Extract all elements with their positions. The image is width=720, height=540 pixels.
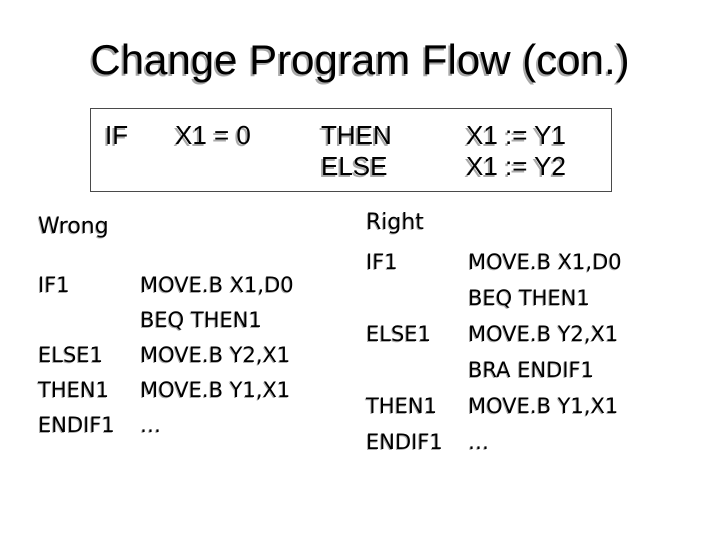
code-instruction: BRA ENDIF1: [468, 358, 594, 382]
else-assignment: X1 := Y2: [466, 151, 566, 181]
code-label: THEN1: [38, 378, 109, 402]
spacer: [105, 151, 175, 182]
code-line: THEN1 MOVE.B Y1,X1: [38, 373, 368, 408]
code-instruction: MOVE.B Y1,X1: [468, 394, 619, 418]
code-label: [366, 280, 468, 316]
code-line: IF1 MOVE.B X1,D0: [38, 268, 368, 303]
pseudocode-row-else: ELSE X1 := Y2: [91, 151, 611, 182]
code-instruction: MOVE.B Y1,X1: [140, 378, 291, 402]
code-line: ELSE1 MOVE.B Y2,X1: [38, 338, 368, 373]
code-line: BEQ THEN1: [38, 303, 368, 338]
code-line: ENDIF1 …: [366, 424, 706, 460]
code-label: [366, 352, 468, 388]
right-heading: Right: [366, 210, 424, 235]
code-line: IF1 MOVE.B X1,D0: [366, 244, 706, 280]
pseudocode-box: IF X1 = 0 THEN X1 := Y1 ELSE X1 := Y2: [90, 108, 612, 192]
spacer: [175, 151, 321, 182]
code-label: ENDIF1: [38, 413, 115, 437]
code-label: THEN1: [366, 394, 437, 418]
code-instruction: …: [468, 430, 489, 454]
code-instruction: BEQ THEN1: [468, 286, 590, 310]
right-code-listing: IF1 MOVE.B X1,D0 BEQ THEN1 ELSE1 MOVE.B …: [366, 244, 706, 460]
code-label: ELSE1: [366, 322, 431, 346]
then-assignment: X1 := Y1: [466, 120, 566, 150]
keyword-if: IF: [105, 120, 129, 150]
wrong-heading: Wrong: [38, 214, 109, 239]
pseudocode-row-then: IF X1 = 0 THEN X1 := Y1: [91, 120, 611, 151]
code-line: THEN1 MOVE.B Y1,X1: [366, 388, 706, 424]
code-label: IF1: [38, 273, 70, 297]
code-instruction: …: [140, 413, 161, 437]
code-line: ELSE1 MOVE.B Y2,X1: [366, 316, 706, 352]
keyword-then: THEN: [321, 120, 392, 150]
code-instruction: MOVE.B Y2,X1: [468, 322, 619, 346]
code-label: IF1: [366, 250, 398, 274]
if-condition: X1 = 0: [175, 120, 251, 150]
code-instruction: MOVE.B Y2,X1: [140, 343, 291, 367]
code-line: BEQ THEN1: [366, 280, 706, 316]
code-line: BRA ENDIF1: [366, 352, 706, 388]
code-line: ENDIF1 …: [38, 408, 368, 443]
keyword-else: ELSE: [321, 151, 388, 181]
code-instruction: MOVE.B X1,D0: [468, 250, 622, 274]
code-label: [38, 303, 140, 338]
code-label: ENDIF1: [366, 430, 443, 454]
code-label: ELSE1: [38, 343, 103, 367]
wrong-code-listing: IF1 MOVE.B X1,D0 BEQ THEN1 ELSE1 MOVE.B …: [38, 268, 368, 443]
code-instruction: MOVE.B X1,D0: [140, 273, 294, 297]
slide-title: Change Program Flow (con.): [90, 36, 630, 83]
code-instruction: BEQ THEN1: [140, 308, 262, 332]
